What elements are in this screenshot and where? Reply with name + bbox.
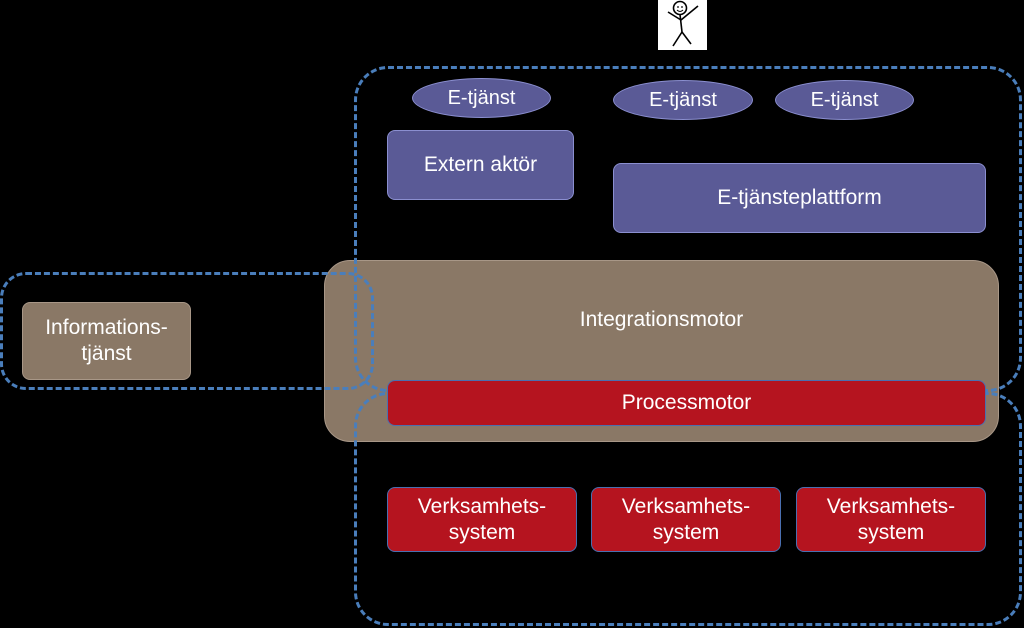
- etjansteplattform-label: E-tjänsteplattform: [717, 186, 882, 209]
- etjanst-label: E-tjänst: [447, 86, 516, 109]
- stick-figure-icon: [667, 0, 699, 47]
- verksamhetssystem-line1: Verksamhets-: [417, 494, 547, 518]
- verksamhetssystem-box-3: Verksamhets- system: [796, 487, 986, 552]
- etjansteplattform-box: E-tjänsteplattform: [613, 163, 986, 233]
- etjanst-label: E-tjänst: [810, 88, 879, 111]
- verksamhetssystem-line2: system: [652, 520, 720, 544]
- verksamhetssystem-line1: Verksamhets-: [621, 494, 751, 518]
- left-group-outline: [0, 272, 374, 390]
- verksamhetssystem-box-2: Verksamhets- system: [591, 487, 781, 552]
- processmotor-label: Processmotor: [621, 391, 752, 414]
- etjanst-label: E-tjänst: [649, 88, 717, 111]
- actor-stick-figure: [658, 0, 707, 50]
- extern-aktor-label: Extern aktör: [423, 153, 538, 176]
- informationstjanst-line2: tjänst: [81, 342, 132, 365]
- etjanst-ellipse-3: E-tjänst: [775, 80, 914, 120]
- processmotor-box: Processmotor: [387, 380, 986, 426]
- verksamhetssystem-box-1: Verksamhets- system: [387, 487, 577, 552]
- informationstjanst-box: Informations- tjänst: [22, 302, 191, 380]
- verksamhetssystem-line2: system: [448, 520, 516, 544]
- etjanst-ellipse-1: E-tjänst: [412, 78, 551, 118]
- verksamhetssystem-line1: Verksamhets-: [826, 494, 956, 518]
- integrationsmotor-label: Integrationsmotor: [579, 308, 744, 331]
- verksamhetssystem-line2: system: [857, 520, 925, 544]
- etjanst-ellipse-2: E-tjänst: [613, 80, 753, 120]
- informationstjanst-line1: Informations-: [45, 316, 168, 339]
- extern-aktor-box: Extern aktör: [387, 130, 574, 200]
